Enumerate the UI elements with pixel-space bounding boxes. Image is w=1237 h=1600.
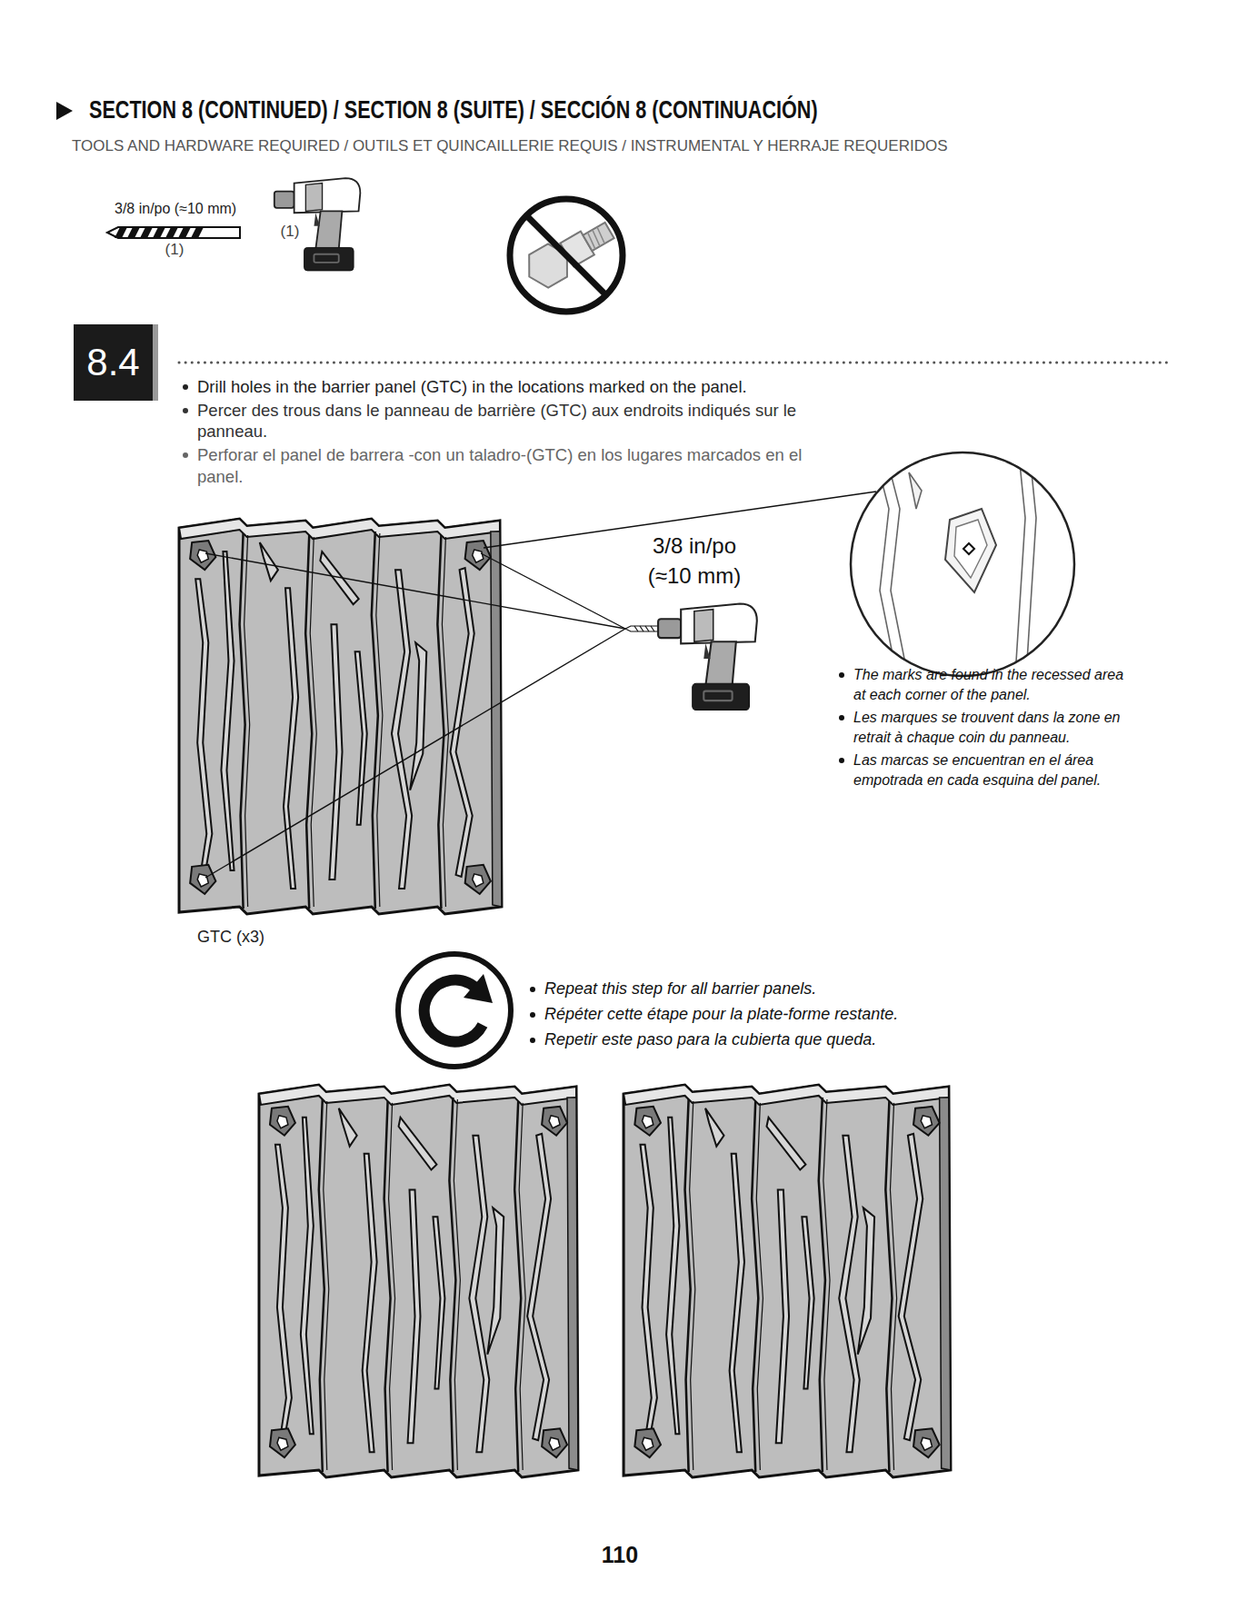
section-title: SECTION 8 (CONTINUED) / SECTION 8 (SUITE… (89, 95, 819, 127)
note: Las marcas se encuentran en el área empo… (837, 750, 1138, 792)
quantity: (1) (273, 221, 307, 241)
quantity: (1) (158, 239, 191, 260)
bullet-dot (182, 408, 189, 414)
step-number: 8.4 (86, 341, 145, 384)
subtitle: TOOLS AND HARDWARE REQUIRED / OUTILS ET … (71, 136, 948, 156)
note: Repetir este paso para la cubierta que q… (528, 1028, 1110, 1052)
page-number: 110 (581, 1541, 659, 1570)
bullet-dot (529, 1037, 536, 1044)
bullet-dot (182, 452, 189, 459)
part-label: GTC (x3) (197, 927, 265, 948)
bullet-dot (529, 987, 536, 993)
note: Répéter cette étape pour la plate-forme … (528, 1003, 1110, 1027)
note: The marks are found in the recessed area… (837, 665, 1138, 707)
bullet-dot (529, 1012, 536, 1018)
bullet-dot (182, 384, 189, 390)
bullet-dot (838, 715, 845, 721)
drill-bit-size: (≈10 mm) (621, 562, 768, 590)
note: Les marques se trouvent dans la zone en … (837, 708, 1138, 749)
bullet-dot (838, 758, 845, 764)
instruction: Drill holes in the barrier panel (GTC) i… (180, 376, 845, 398)
bullet-dot (838, 672, 845, 679)
instruction: Percer des trous dans le panneau de barr… (180, 399, 845, 442)
instruction: Perforar el panel de barrera -con un tal… (180, 444, 845, 487)
drill-bit-size: 3/8 in/po (≈10 mm) (114, 199, 237, 219)
drill-bit-size: 3/8 in/po (621, 532, 768, 560)
note: Repeat this step for all barrier panels. (528, 977, 1110, 1001)
step-number-box: 8.4 (73, 324, 159, 401)
